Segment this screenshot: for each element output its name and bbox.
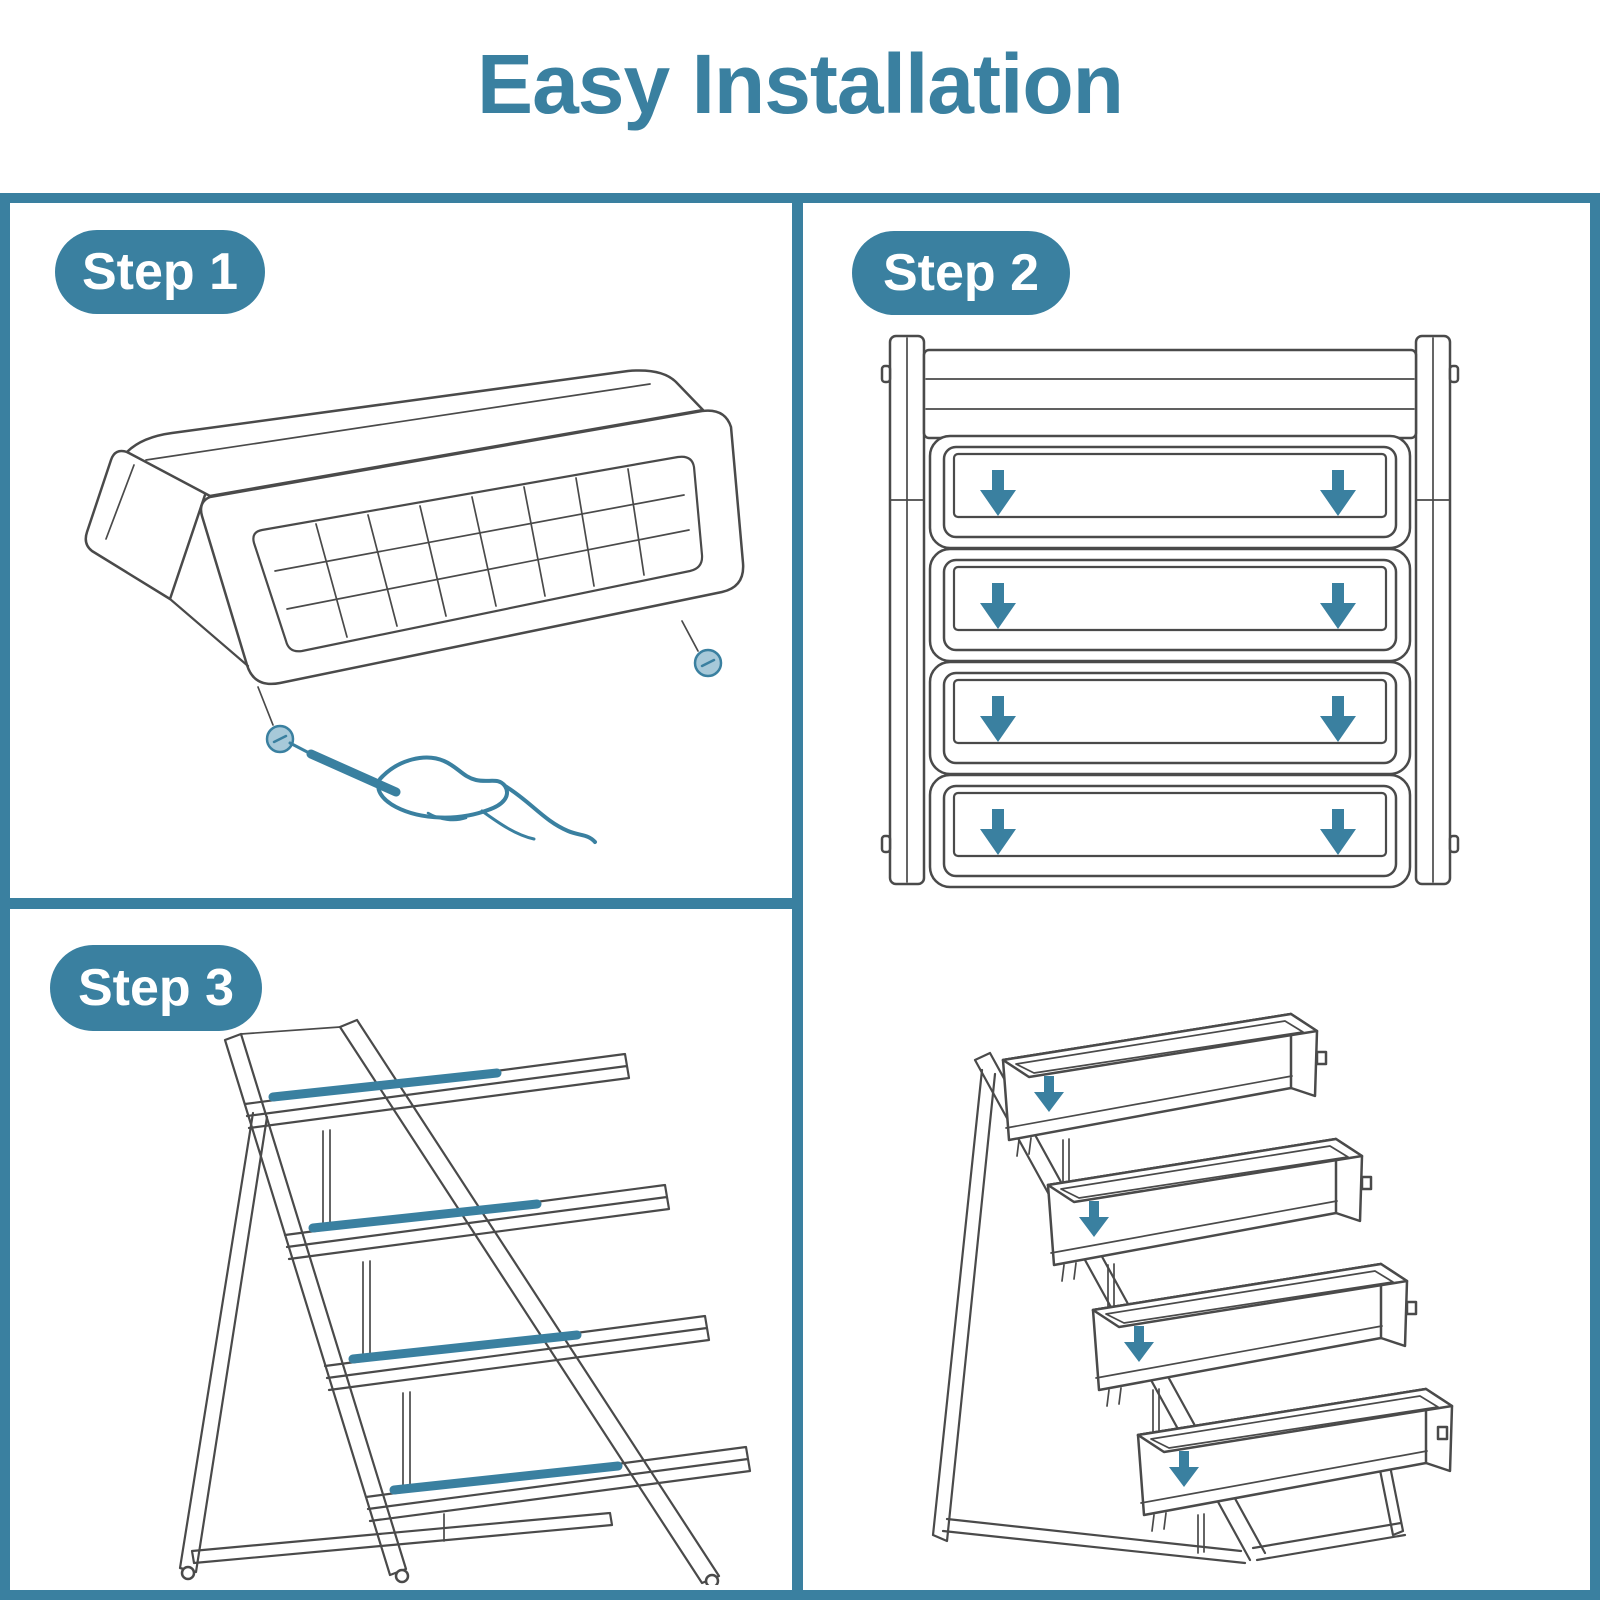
bottom-bar: [941, 1517, 1247, 1565]
box-back-wall: [125, 369, 705, 498]
page-title: Easy Installation: [477, 37, 1124, 131]
back-rail: [223, 1032, 408, 1577]
down-arrow-icon: [1320, 809, 1356, 855]
planter-box: [1136, 1387, 1454, 1554]
step-3-label: Step 3: [77, 959, 235, 1017]
planter-box: [1091, 1262, 1418, 1433]
hand-screwdriver-icon: [288, 741, 597, 844]
planter-box: [1046, 1137, 1373, 1308]
down-arrow-icon: [980, 583, 1016, 629]
tray-slot: [928, 660, 1412, 776]
support-leg: [178, 1111, 269, 1574]
tier-rail: [243, 1052, 631, 1230]
step-3-badge: Step 3: [50, 945, 262, 1031]
down-arrow-icon: [980, 470, 1016, 516]
step-2-illustration: [880, 334, 1460, 889]
highlighted-rail: [308, 1199, 542, 1233]
down-arrow-icon: [1124, 1326, 1154, 1362]
tier-rail: [283, 1183, 671, 1361]
screw-icon: [265, 724, 295, 754]
down-arrow-icon: [1320, 696, 1356, 742]
step-3-illustration: [178, 1018, 752, 1585]
planter-box: [1001, 1012, 1328, 1183]
tray-slot: [928, 434, 1412, 550]
down-arrow-icon: [1320, 470, 1356, 516]
step-1-illustration: [84, 369, 745, 844]
assembled-planter: [931, 1012, 1454, 1565]
bottom-right-bar: [1251, 1521, 1407, 1562]
panel-divider-vertical: [792, 193, 803, 1600]
down-arrow-icon: [980, 696, 1016, 742]
result-illustration: [931, 1012, 1454, 1565]
highlighted-rail: [348, 1330, 582, 1364]
screw-icon: [693, 648, 723, 678]
bottom-cross-bar: [190, 1511, 614, 1565]
step-1-label: Step 1: [81, 243, 239, 301]
down-arrow-icon: [1034, 1076, 1064, 1112]
back-leg: [931, 1068, 997, 1543]
down-arrow-icon: [1320, 583, 1356, 629]
drainage-mesh-grid: [274, 468, 690, 638]
highlighted-rail: [389, 1461, 623, 1495]
step-2-label: Step 2: [882, 244, 1040, 302]
tray-slot: [928, 547, 1412, 663]
down-arrow-icon: [1169, 1451, 1199, 1487]
down-arrow-icon: [1079, 1201, 1109, 1237]
front-rail: [338, 1018, 721, 1585]
ladder-frame: [178, 1018, 752, 1585]
panel-divider-horizontal: [0, 898, 803, 909]
tray-slot: [928, 773, 1412, 889]
top-boards: [922, 348, 1418, 440]
mesh-frame: [252, 455, 704, 653]
step-2-badge: Step 2: [852, 231, 1070, 315]
tier-rail: [364, 1445, 752, 1542]
planter-box-underside: [84, 369, 745, 844]
down-arrow-icon: [980, 809, 1016, 855]
frame-front-view: [880, 334, 1460, 889]
tier-rail: [323, 1314, 711, 1492]
highlighted-rail: [268, 1068, 502, 1102]
step-1-badge: Step 1: [55, 230, 265, 314]
box-bottom-face: [199, 409, 745, 686]
